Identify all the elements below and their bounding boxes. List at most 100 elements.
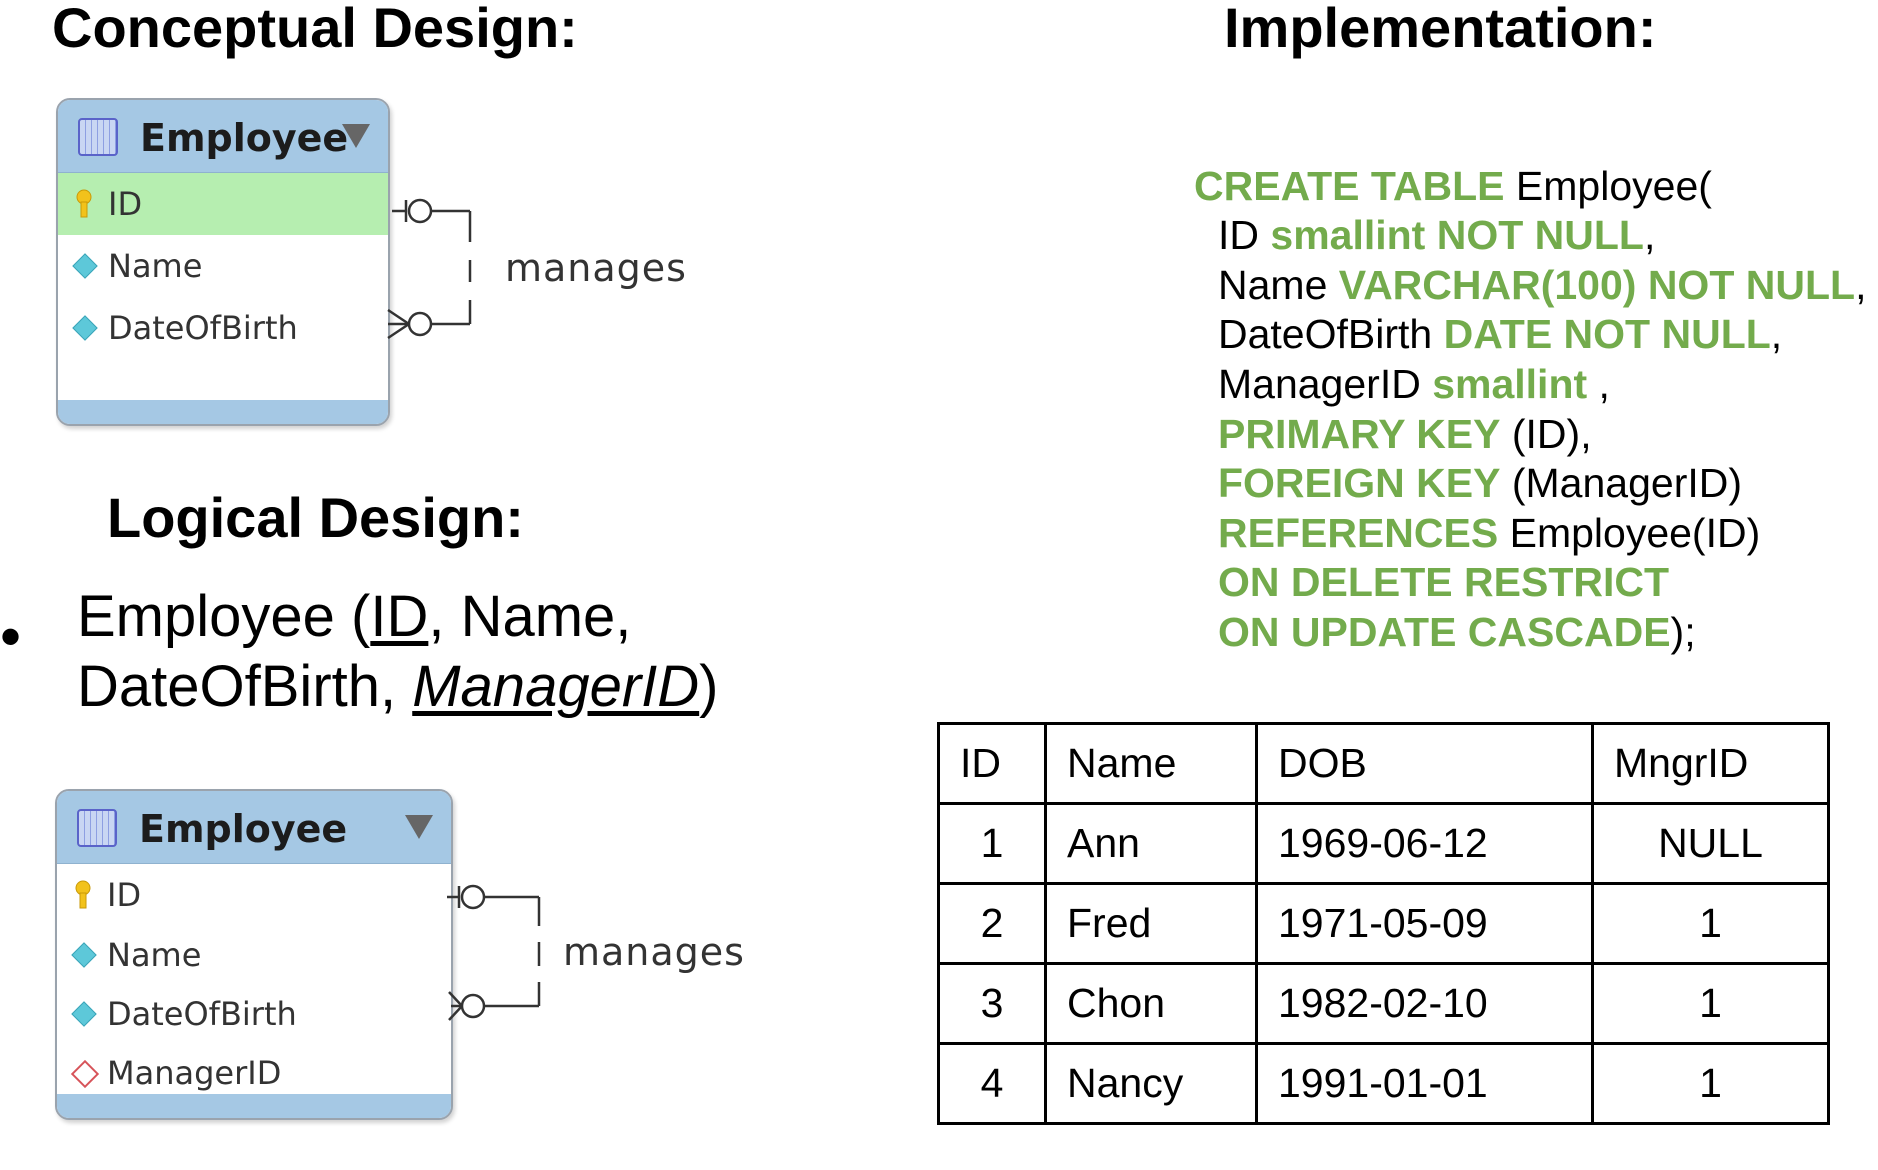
sql-keyword: FOREIGN KEY [1218,460,1501,507]
conceptual-employee-entity: Employee ID Name DateOfBirth [56,98,390,426]
sql-line: CREATE TABLE Employee( [1194,162,1866,212]
employee-data-table: ID Name DOB MngrID 1 Ann 1969-06-12 NULL… [937,722,1830,1125]
cell-mngrid: 1 [1591,882,1830,965]
cell-id: 4 [937,1042,1047,1125]
sql-keyword: smallint NOT NULL [1270,212,1644,259]
cell-dob: 1991-01-01 [1255,1042,1594,1125]
logical-design-relation: Employee (ID, Name, DateOfBirth, Manager… [77,582,718,722]
sql-text: Name [1218,261,1339,308]
sql-text: ManagerID [1218,360,1433,407]
table-row: 2 Fred 1971-05-09 1 [937,882,1830,965]
attribute-row-id: ID [58,173,388,235]
attribute-row-id: ID [57,864,451,924]
sql-text: Employee( [1504,162,1712,209]
relationship-connector-top [387,198,472,340]
dropdown-caret-icon [342,124,370,148]
sql-line: Name VARCHAR(100) NOT NULL, [1194,261,1866,311]
relationship-connector-bottom [447,884,541,1021]
attribute-diamond-icon [72,315,98,341]
implementation-heading: Implementation: [1224,0,1657,59]
entity-header: Employee [57,791,451,864]
sql-text: , [1587,360,1610,407]
foreign-key-diamond-icon [70,1059,100,1089]
cell-dob: 1982-02-10 [1255,962,1594,1045]
attribute-diamond-icon [71,942,97,968]
cell-dob: 1969-06-12 [1255,802,1594,885]
cell-mngrid: 1 [1591,1042,1830,1125]
attribute-row-name: Name [57,924,451,983]
entity-footer [58,400,388,424]
cell-mngrid: 1 [1591,962,1830,1045]
relationship-label: manages [563,930,745,974]
table-header-row: ID Name DOB MngrID [937,722,1830,805]
attribute-row-managerid: ManagerID [57,1042,451,1101]
table-row: 4 Nancy 1991-01-01 1 [937,1042,1830,1125]
table-row: 3 Chon 1982-02-10 1 [937,962,1830,1045]
bullet-marker: • [0,603,22,670]
relation-mid: , Name, [428,584,632,649]
attribute-label: ID [107,876,142,914]
sql-keyword: VARCHAR(100) NOT NULL [1338,261,1856,308]
sql-text: ID [1218,212,1271,259]
sql-line: REFERENCES Employee(ID) [1194,509,1866,559]
attribute-label: DateOfBirth [107,995,297,1033]
attribute-label: ManagerID [107,1054,282,1092]
sql-line: DateOfBirth DATE NOT NULL, [1194,310,1866,360]
foreign-key-attribute: ManagerID [412,654,700,719]
entity-footer [57,1094,451,1118]
sql-text: , [1770,311,1783,358]
column-header-id: ID [937,722,1047,805]
sql-keyword: PRIMARY KEY [1218,410,1501,457]
primary-key-icon [75,880,91,909]
relationship-label: manages [505,246,687,290]
attribute-row-dateofbirth: DateOfBirth [57,983,451,1042]
sql-line: ON DELETE RESTRICT [1194,558,1866,608]
relation-line2-prefix: DateOfBirth, [77,654,413,719]
sql-keyword: DATE NOT NULL [1443,311,1771,358]
sql-text: Employee(ID) [1498,509,1761,556]
attribute-diamond-icon [72,253,98,279]
column-header-name: Name [1044,722,1258,805]
cell-id: 3 [937,962,1047,1045]
attribute-row-name: Name [58,235,388,297]
cell-name: Fred [1044,882,1258,965]
entity-header: Employee [58,100,388,173]
cell-id: 1 [937,802,1047,885]
sql-text: (ManagerID) [1500,460,1742,507]
sql-create-statement: CREATE TABLE Employee(ID smallint NOT NU… [1194,112,1866,707]
cell-name: Ann [1044,802,1258,885]
sql-text: , [1855,261,1867,308]
entity-name: Employee [139,807,348,851]
attribute-label: DateOfBirth [108,309,298,347]
dropdown-caret-icon [405,815,433,839]
primary-key-icon [76,189,92,218]
sql-line: PRIMARY KEY (ID), [1194,410,1866,460]
cell-name: Nancy [1044,1042,1258,1125]
entity-name: Employee [140,116,349,160]
sql-line: ManagerID smallint , [1194,360,1866,410]
sql-keyword: smallint [1432,360,1588,407]
sql-line: ON UPDATE CASCADE); [1194,608,1866,658]
attribute-label: Name [108,247,203,285]
table-icon [78,118,118,156]
cell-id: 2 [937,882,1047,965]
sql-line: FOREIGN KEY (ManagerID) [1194,459,1866,509]
logical-design-heading: Logical Design: [107,486,524,549]
sql-line: ID smallint NOT NULL, [1194,211,1866,261]
sql-text: , [1643,212,1656,259]
sql-text: DateOfBirth [1218,311,1444,358]
attribute-diamond-icon [71,1001,97,1027]
sql-keyword: CREATE TABLE [1194,162,1505,209]
sql-text: (ID), [1500,410,1592,457]
table-row: 1 Ann 1969-06-12 NULL [937,802,1830,885]
primary-key-attribute: ID [370,584,429,649]
column-header-mngrid: MngrID [1591,722,1830,805]
cell-name: Chon [1044,962,1258,1045]
relation-prefix: Employee ( [77,584,371,649]
logical-employee-entity: Employee ID Name DateOfBirth ManagerID [55,789,453,1120]
table-icon [77,809,117,847]
column-header-dob: DOB [1255,722,1594,805]
relation-suffix: ) [699,654,719,719]
sql-keyword: ON UPDATE CASCADE [1218,608,1671,655]
sql-text: ); [1670,608,1696,655]
